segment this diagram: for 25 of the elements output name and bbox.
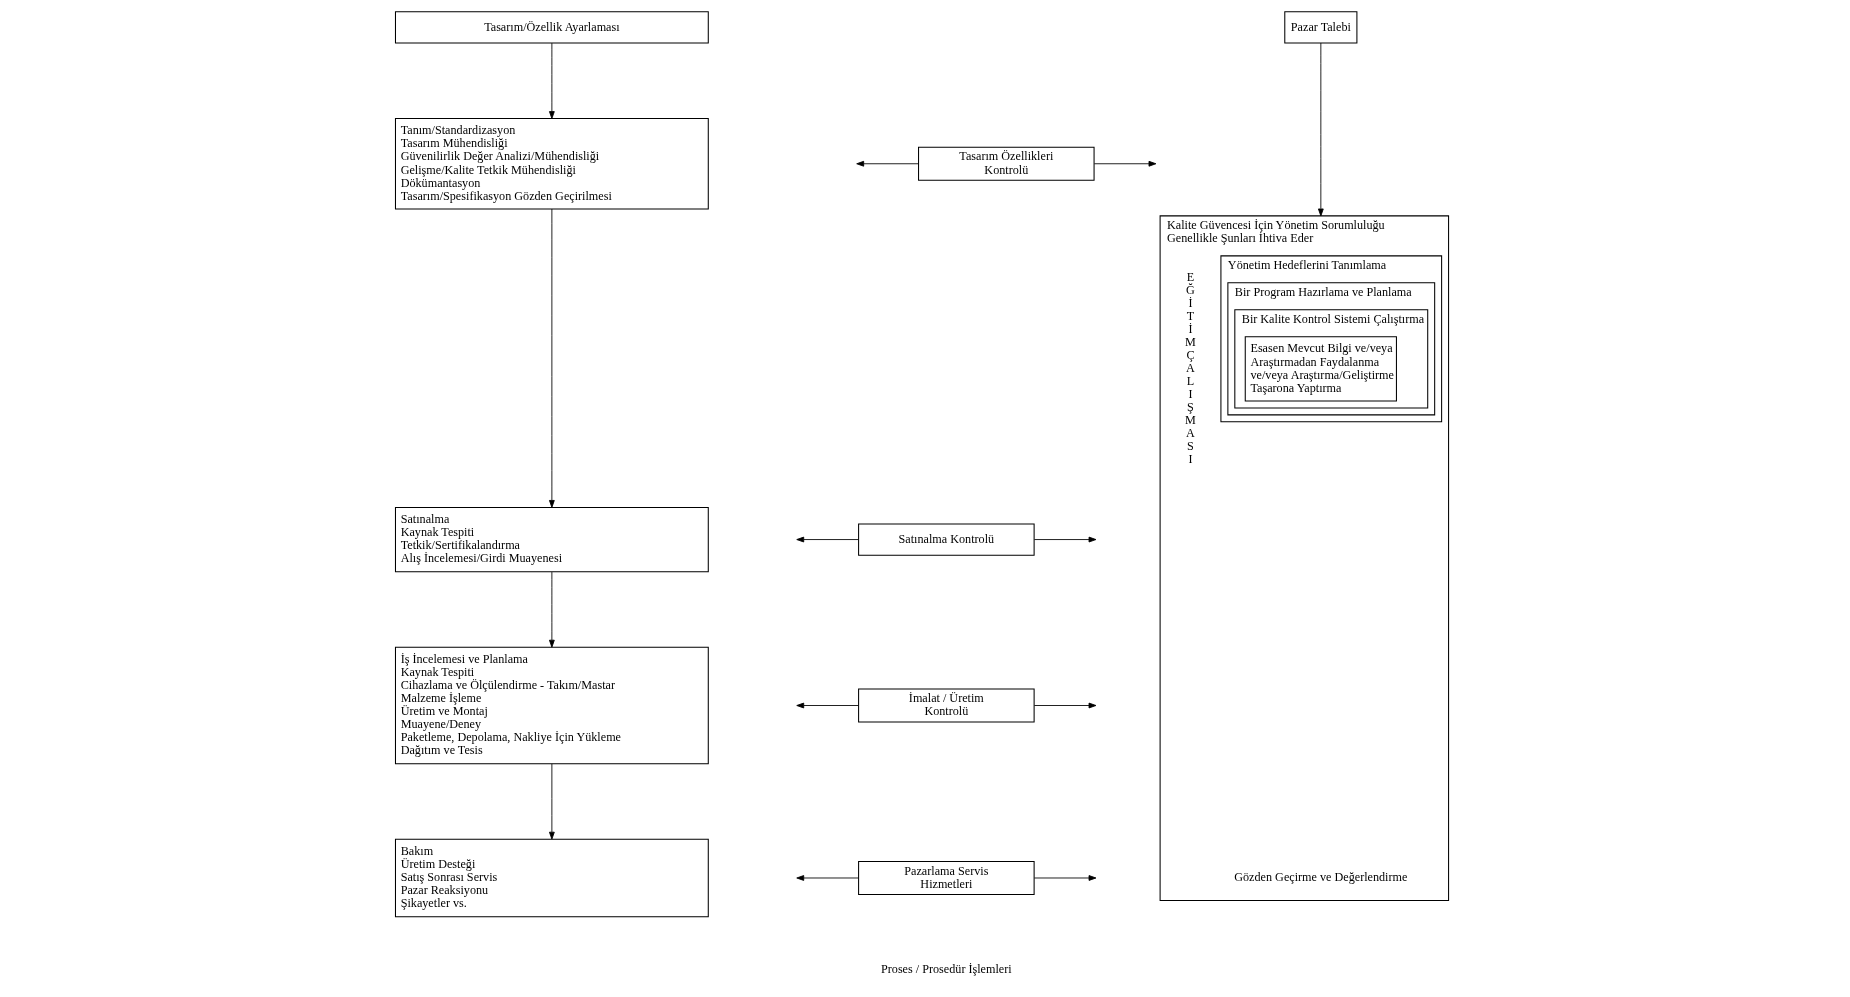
- arrow: [1033, 702, 1096, 709]
- node-box: Tanım/Standardizasyon Tasarım Mühendisliği Güvenilirlik Değer Analizi/Mühendisliği Gelişme/Kalite Tetkik Mühendisliği Dökümantasyon Tasarım/Spesifikasyon Gözden Geçirilmesi: [394, 118, 709, 210]
- arrow: [548, 208, 555, 508]
- node-box: Tasarım/Özellik Ayarlaması: [394, 11, 709, 44]
- node-box: Satınalma Kontrolü: [857, 523, 1035, 556]
- arrow: [855, 160, 919, 167]
- arrow: [1317, 42, 1324, 217]
- arrow: [795, 536, 859, 543]
- node-box: Esasen Mevcut Bilgi ve/veya Araştırmadan Faydalanma ve/veya Araştırma/Geliştirme Taşarona Yaptırma: [1244, 336, 1397, 402]
- arrow: [548, 571, 555, 648]
- arrow: [548, 42, 555, 119]
- arrow: [795, 702, 859, 709]
- node-box: Pazar Talebi: [1283, 11, 1357, 44]
- node-box: Tasarım Özellikleri Kontrolü: [917, 146, 1095, 181]
- label: Proses / Prosedür İşlemleri: [880, 961, 1012, 976]
- arrow: [548, 763, 555, 840]
- node-box: İmalat / Üretim Kontrolü: [857, 688, 1035, 723]
- arrow: [1093, 160, 1156, 167]
- node-box: Bakım Üretim Desteği Satış Sonrası Servis Pazar Reaksiyonu Şikayetler vs.: [394, 838, 709, 918]
- arrow: [795, 875, 859, 881]
- arrow: [1033, 875, 1096, 881]
- node-box: Pazarlama Servis Hizmetleri: [857, 860, 1035, 895]
- node-box: Satınalma Kaynak Tespiti Tetkik/Sertifikalandırma Alış İncelemesi/Girdi Muayenesi: [394, 506, 709, 573]
- arrow: [1033, 536, 1096, 543]
- node-box: İş İncelemesi ve Planlama Kaynak Tespiti Cihazlama ve Ölçülendirme - Takım/Mastar Malzeme İşleme Üretim ve Montaj Muayene/Deney Paketleme, Depolama, Nakliye İçin Yükleme Dağıtım ve Tesis: [394, 646, 709, 765]
